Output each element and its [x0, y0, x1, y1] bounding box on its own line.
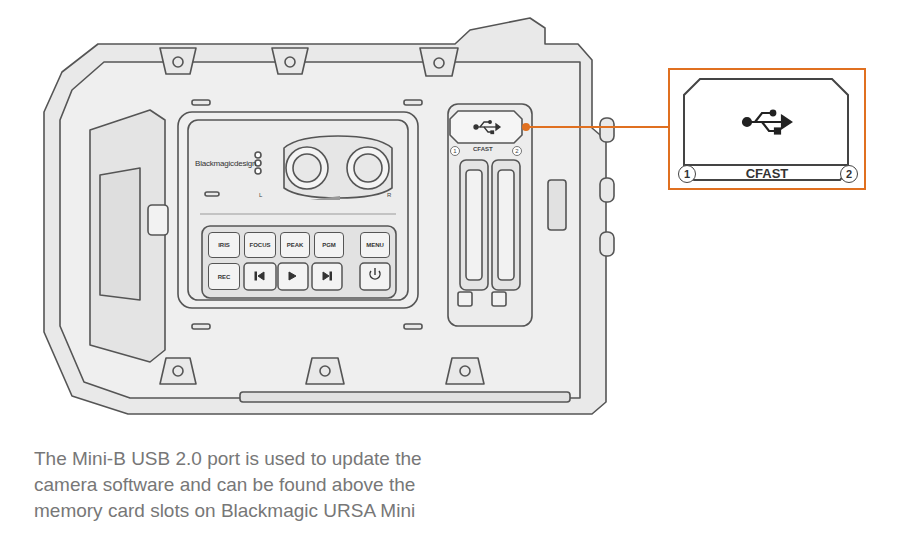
callout-box: CFAST1 2 [668, 68, 866, 190]
callout-number: 2 [840, 165, 858, 183]
number-text: 1 [684, 168, 690, 180]
control-button: MENU [360, 232, 390, 258]
control-button: IRIS [208, 232, 240, 258]
control-button: FOCUS [244, 232, 276, 258]
button-label: REC [218, 274, 231, 280]
slot-label: CFAST [670, 166, 864, 181]
callout-number: 1 [678, 165, 696, 183]
control-button: REC [208, 263, 240, 290]
channel-label: L [259, 192, 262, 198]
brand-name: Blackmagicdesign [195, 159, 256, 168]
button-label: MENU [366, 242, 384, 248]
caption: The Mini-B USB 2.0 port is used to updat… [34, 446, 486, 524]
slot-label: CFAST [473, 146, 493, 152]
button-label: PEAK [287, 242, 304, 248]
button-label: PGM [322, 242, 336, 248]
number-text: 2 [846, 168, 852, 180]
button-label: FOCUS [250, 242, 271, 248]
button-label: IRIS [218, 242, 230, 248]
callout-number: 2 [515, 148, 518, 154]
control-button: PEAK [280, 232, 310, 258]
callout-number: 1 [453, 148, 456, 154]
control-button: PGM [314, 232, 344, 258]
channel-label: R [387, 192, 391, 198]
